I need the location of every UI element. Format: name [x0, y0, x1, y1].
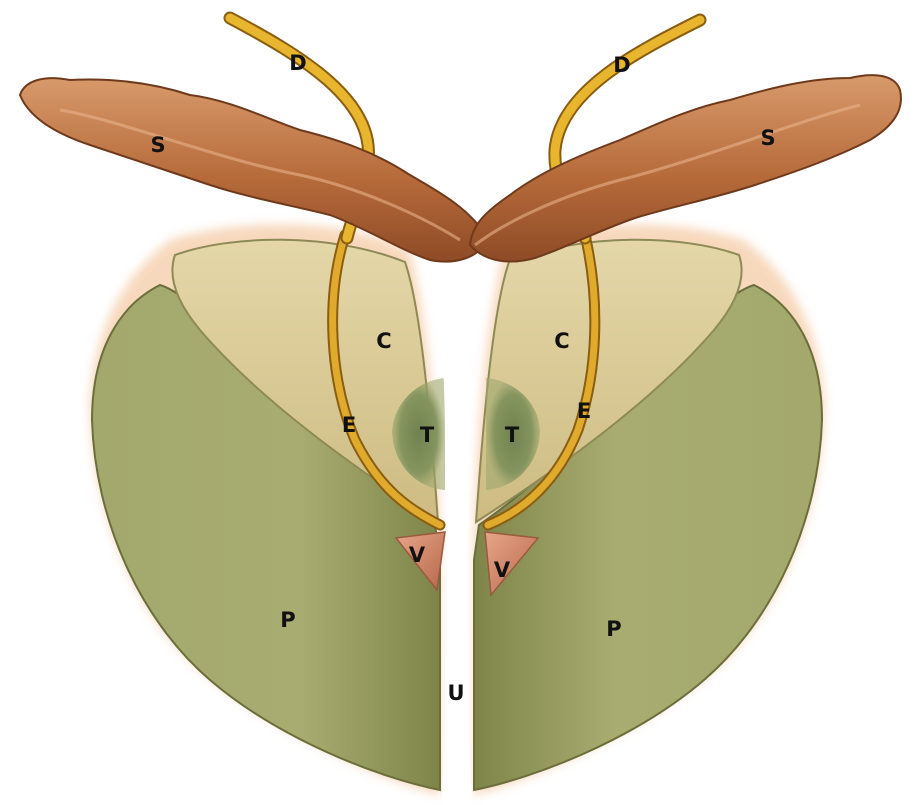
label-transition-left: T	[420, 423, 435, 447]
label-duct-left: D	[289, 51, 306, 75]
label-duct-right: D	[613, 53, 630, 77]
label-peripheral-left: P	[280, 608, 295, 632]
label-ejaculatory-right: E	[577, 399, 591, 423]
label-transition-right: T	[505, 423, 520, 447]
label-peripheral-right: P	[606, 617, 621, 641]
label-urethra: U	[447, 681, 464, 705]
label-seminal-left: S	[150, 133, 165, 157]
label-verumontanum-left: V	[409, 543, 426, 567]
label-ejaculatory-left: E	[342, 413, 356, 437]
label-central-right: C	[554, 329, 569, 353]
label-verumontanum-right: V	[494, 558, 511, 582]
label-central-left: C	[376, 329, 391, 353]
urethra-channel	[438, 260, 478, 800]
label-seminal-right: S	[760, 126, 775, 150]
